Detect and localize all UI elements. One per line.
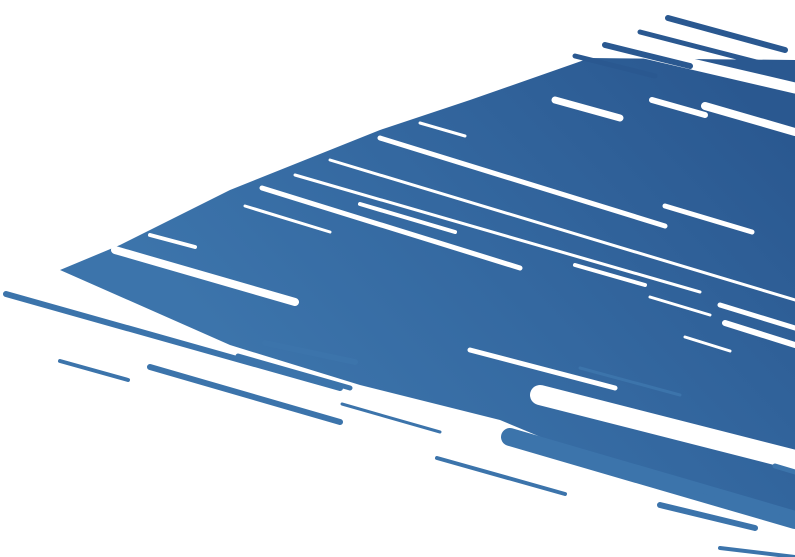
top-blue-streaks [572, 15, 795, 79]
lower-blue-streaks [3, 291, 795, 557]
white-streak-group [111, 96, 795, 470]
